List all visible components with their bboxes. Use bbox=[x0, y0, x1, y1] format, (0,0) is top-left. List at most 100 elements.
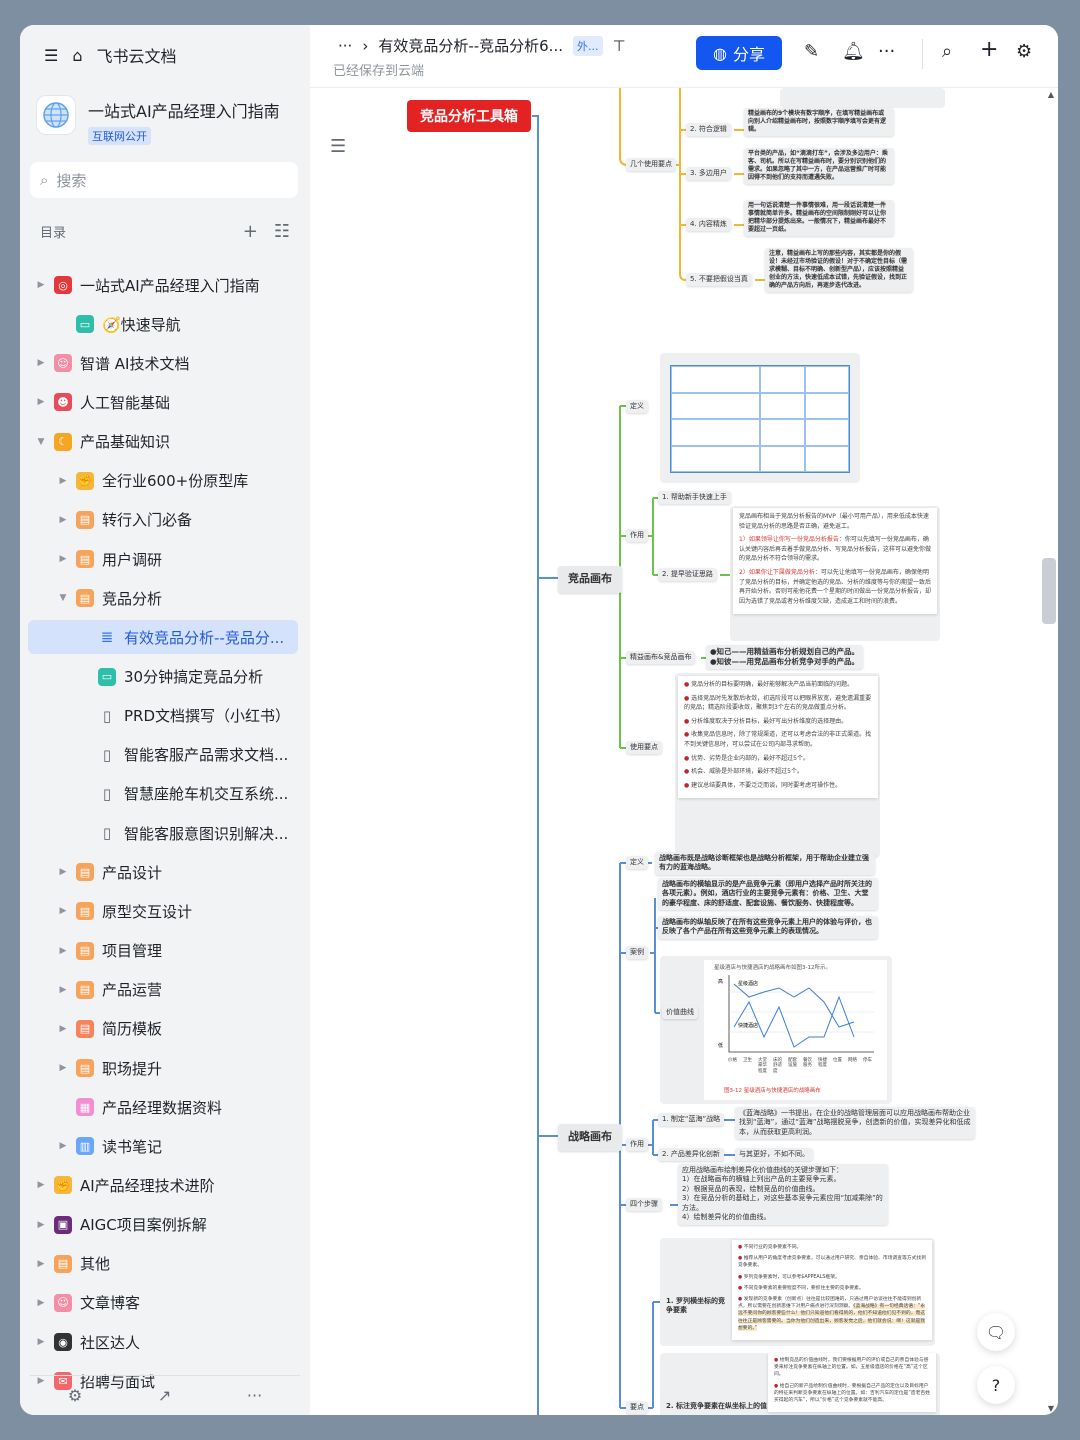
node-key-1[interactable]: 1. 罗列横坐标的竞争要素 bbox=[666, 1297, 725, 1315]
table-image-node[interactable] bbox=[660, 353, 860, 483]
chevron-right-icon[interactable]: ▶ bbox=[59, 1063, 67, 1073]
sidebar-item[interactable]: ▶▤原型交互设计 bbox=[28, 894, 298, 928]
workspace-header[interactable]: 一站式AI产品经理入门指南互联网公开 bbox=[36, 95, 280, 145]
lean-point-text[interactable]: 用一句话说清楚一件事情很难，用一段话说清楚一件事情就简单许多。精益画布的空间限制… bbox=[744, 200, 894, 237]
home-link[interactable]: 飞书云文档 bbox=[96, 47, 177, 66]
scroll-down-icon[interactable]: ▼ bbox=[1047, 1404, 1054, 1413]
key-1-text-node[interactable]: ● 不同行业的竞争要素不同。● 推荐从用户的角度考虑竞争要素，可以通过用户研究、… bbox=[732, 1240, 932, 1340]
node-role[interactable]: 作用 bbox=[626, 529, 648, 543]
node-strategy-canvas[interactable]: 战略画布 bbox=[558, 1124, 622, 1151]
chevron-right-icon[interactable]: ▶ bbox=[59, 906, 67, 917]
add-icon[interactable]: + bbox=[242, 221, 258, 242]
sidebar-item[interactable]: ▶☻人工智能基础 bbox=[28, 385, 298, 419]
sidebar-item[interactable]: ▶✊AI产品经理技术进阶 bbox=[28, 1168, 298, 1202]
chevron-right-icon[interactable]: ▶ bbox=[59, 984, 67, 995]
sidebar-item[interactable]: ▯智能客服产品需求文档... bbox=[28, 738, 298, 772]
chevron-right-icon[interactable]: ▶ bbox=[59, 1141, 67, 1152]
sidebar-item[interactable]: ▭30分钟搞定竞品分析 bbox=[28, 660, 298, 694]
sidebar-item[interactable]: ▶▤项目管理 bbox=[28, 934, 298, 968]
role-text-node[interactable]: 与其更好，不如不同。 bbox=[735, 1148, 813, 1162]
list-icon[interactable]: ☷ bbox=[273, 221, 290, 242]
sidebar-item[interactable]: ▯PRD文档撰写（小红书） bbox=[28, 699, 298, 733]
chevron-right-icon[interactable]: ▶ bbox=[59, 554, 67, 565]
node-value-curve[interactable]: 价值曲线 bbox=[662, 1006, 698, 1020]
sidebar-item[interactable]: ▭🧭快速导航 bbox=[28, 307, 298, 341]
scrollbar-thumb[interactable] bbox=[1042, 558, 1056, 624]
node-role-1[interactable]: 1. 制定“蓝海”战略 bbox=[658, 1113, 725, 1127]
home-icon[interactable]: ⌂ bbox=[72, 45, 83, 65]
node-lean-point[interactable]: 3. 多边用户 bbox=[686, 167, 731, 181]
sidebar-item[interactable]: ▶☺智谱 AI技术文档 bbox=[28, 346, 298, 380]
node-lean-point[interactable]: 5. 不要把假设当真 bbox=[686, 273, 752, 287]
node-lean-point[interactable]: 2. 符合逻辑 bbox=[686, 123, 731, 137]
search-input[interactable]: ⌕搜索 bbox=[30, 162, 298, 198]
edit-icon[interactable]: ✎ bbox=[804, 41, 820, 62]
mindmap-canvas[interactable]: ☰ 竞品分析工具箱 几个使用要点 2. 符合逻辑精益画布的9个模块有数字顺序，在… bbox=[310, 88, 1058, 1415]
comment-icon[interactable]: 🗨︎ bbox=[977, 1313, 1015, 1351]
sidebar-item[interactable]: ▯智能客服意图识别解决... bbox=[28, 816, 298, 850]
node-usage[interactable]: 几个使用要点 bbox=[626, 158, 676, 172]
node-role[interactable]: 作用 bbox=[626, 1138, 648, 1152]
node-key-2[interactable]: 2. 标注竞争要素在纵坐标上的值 bbox=[666, 1402, 767, 1410]
add-icon[interactable]: + bbox=[980, 37, 999, 62]
chevron-right-icon[interactable]: ▶ bbox=[37, 1258, 45, 1269]
node-define[interactable]: 定义 bbox=[626, 400, 648, 414]
sidebar-item[interactable]: ▦产品经理数据资料 bbox=[28, 1090, 298, 1124]
role-text-node[interactable]: 《蓝海战略》一书提出，在企业的战略管理层面可以应用战略画布帮助企业找到“蓝海”，… bbox=[735, 1107, 975, 1140]
chevron-right-icon[interactable]: ▶ bbox=[37, 397, 45, 408]
node-competitive-canvas[interactable]: 竞品画布 bbox=[558, 566, 622, 593]
sidebar-item[interactable]: ≣有效竞品分析--竞品分... bbox=[28, 620, 298, 655]
chevron-right-icon[interactable]: ▶ bbox=[37, 280, 45, 290]
sidebar-item[interactable]: ▯智慧座舱车机交互系统... bbox=[28, 777, 298, 811]
chevron-right-icon[interactable]: ▶ bbox=[37, 1337, 45, 1348]
node-role-2[interactable]: 2. 产品差异化创新 bbox=[658, 1148, 724, 1162]
scroll-up-icon[interactable]: ▲ bbox=[1047, 90, 1054, 99]
sidebar-item[interactable]: ▶▤用户调研 bbox=[28, 542, 298, 576]
outline-toggle-icon[interactable]: ☰ bbox=[330, 136, 347, 157]
node-lean-point[interactable]: 4. 内容精炼 bbox=[686, 218, 731, 232]
case-text-node[interactable]: 战略画布的横轴显示的是产品竞争元素（即用户选择产品时所关注的各项元素）。例如，酒… bbox=[658, 878, 878, 911]
help-icon[interactable]: ? bbox=[977, 1366, 1015, 1404]
chevron-right-icon[interactable]: ▶ bbox=[59, 945, 67, 956]
chevron-right-icon[interactable]: ▶ bbox=[37, 358, 45, 369]
sidebar-item[interactable]: ▶✉招聘与面试 bbox=[28, 1364, 298, 1398]
mindmap-root[interactable]: 竞品分析工具箱 bbox=[407, 100, 531, 132]
steps-text-node[interactable]: 应用战略画布绘制差异化价值曲线的关键步骤如下：1）在战略画布的横轴上列出产品的主… bbox=[678, 1164, 888, 1225]
chevron-right-icon[interactable]: ▶ bbox=[37, 1180, 45, 1191]
sidebar-item[interactable]: ▶▤职场提升 bbox=[28, 1051, 298, 1085]
chevron-right-icon[interactable]: ▶ bbox=[59, 475, 67, 486]
sidebar-item[interactable]: ▶▤产品运营 bbox=[28, 973, 298, 1007]
sidebar-item[interactable]: ▼☾产品基础知识 bbox=[28, 425, 298, 459]
sidebar-item[interactable]: ▶◉社区达人 bbox=[28, 1325, 298, 1359]
bell-icon[interactable]: 🔔︎ bbox=[842, 41, 865, 62]
lean-point-text[interactable]: 精益画布的9个模块有数字顺序，在填写精益画布或向别人介绍精益画布时，按照数字顺序… bbox=[744, 108, 894, 137]
chevron-down-icon[interactable]: ▼ bbox=[37, 436, 45, 447]
chevron-right-icon[interactable]: ▶ bbox=[59, 867, 67, 878]
external-tag[interactable]: 外... bbox=[573, 35, 603, 56]
role-text-node[interactable]: 竞品画布相当于竞品分析报告的MVP（最小可用产品），用来低成本快速验证竞品分析的… bbox=[733, 508, 937, 615]
search-icon[interactable]: ⌕ bbox=[942, 41, 953, 62]
sidebar-item[interactable]: ▶◎一站式AI产品经理入门指南 bbox=[28, 268, 298, 302]
chart-image-node[interactable]: 星级酒店与快捷酒店的战略画布如图3-12所示。 高 低 星级酒店 快捷酒店 价格… bbox=[660, 956, 892, 1104]
sidebar-item[interactable]: ▶▥读书笔记 bbox=[28, 1129, 298, 1163]
define-text-node[interactable]: 战略画布既是战略诊断框架也是战略分析框架，用于帮助企业建立强有力的蓝海战略。 bbox=[655, 852, 875, 875]
node-compare[interactable]: 精益画布&竞品画布 bbox=[626, 651, 696, 665]
share-out-icon[interactable]: ↗ bbox=[157, 1386, 172, 1405]
usage-points-node[interactable]: ● 竞品分析的目标要明确，最好能够解决产品当前面临的问题。● 选择竞品时先发散后… bbox=[678, 676, 878, 799]
case-text-node[interactable]: 战略画布的纵轴反映了在所有这些竞争元素上用户的体验与评价，也反映了各个产品在所有… bbox=[658, 916, 878, 939]
share-button[interactable]: ◍分享 bbox=[696, 36, 782, 70]
collapse-sidebar-icon[interactable]: ☰ bbox=[44, 45, 59, 65]
node-key[interactable]: 要点 bbox=[626, 1401, 648, 1415]
sidebar-item[interactable]: ▶▤其他 bbox=[28, 1247, 298, 1281]
node-role-2[interactable]: 2. 提早验证思路 bbox=[658, 568, 717, 582]
sidebar-item[interactable]: ▶▤产品设计 bbox=[28, 855, 298, 889]
sidebar-item[interactable]: ▶☺文章博客 bbox=[28, 1286, 298, 1320]
sidebar-item[interactable]: ▶▣AIGC项目案例拆解 bbox=[28, 1208, 298, 1242]
lean-point-text[interactable]: 注意，精益画布上写的那些内容，其实都是你的假设！未经过市场验证的假设！对于不确定… bbox=[765, 248, 913, 293]
sidebar-item[interactable]: ▶▤简历模板 bbox=[28, 1012, 298, 1046]
image-node[interactable] bbox=[780, 88, 945, 108]
node-role-1[interactable]: 1. 帮助新手快速上手 bbox=[658, 491, 731, 505]
chevron-right-icon[interactable]: ▶ bbox=[59, 514, 67, 525]
lean-point-text[interactable]: 平台类的产品，如“滴滴打车”，会涉及多边用户：乘客、司机。所以在写精益画布时，要… bbox=[744, 148, 894, 185]
settings-icon[interactable]: ⚙ bbox=[1016, 41, 1033, 62]
